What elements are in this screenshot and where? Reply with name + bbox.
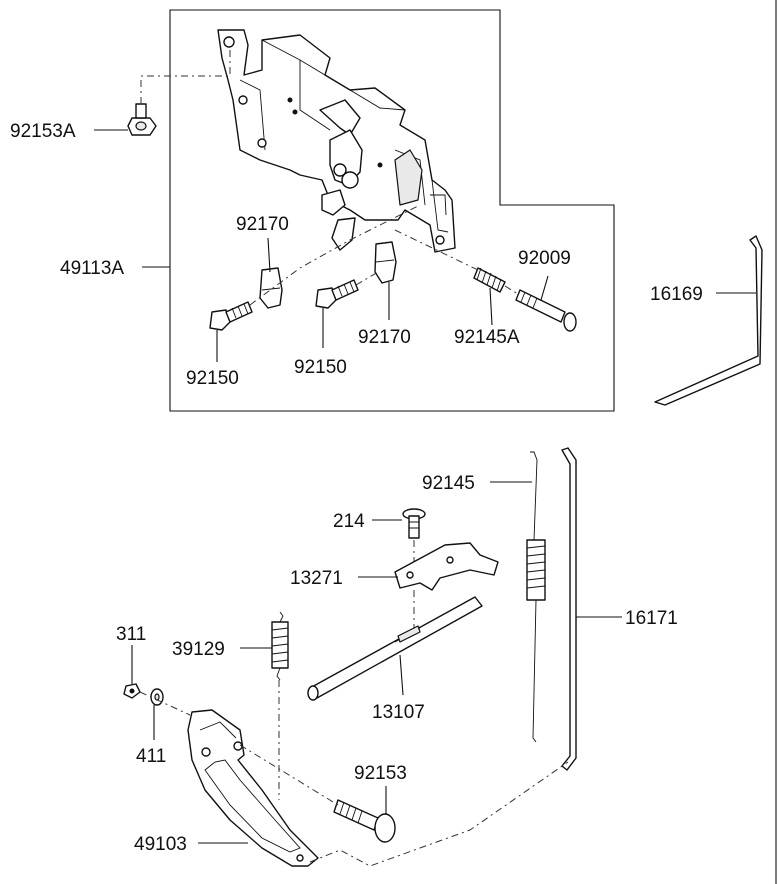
- label-92170-lower: 92170: [358, 327, 411, 348]
- nut-311: [123, 683, 141, 699]
- label-92145: 92145: [422, 473, 475, 494]
- label-92145A: 92145A: [454, 327, 520, 348]
- leader-dash-screw-right: [355, 271, 379, 286]
- assembly-49113A-outline: [169, 9, 615, 412]
- label-49113A: 49113A: [60, 258, 124, 279]
- label-411: 411: [136, 746, 166, 767]
- bolt-92153: [333, 799, 396, 843]
- label-92150-right: 92150: [294, 357, 347, 378]
- screw-92150-left: [209, 301, 253, 331]
- bolt-92009: [515, 289, 577, 332]
- label-49103: 49103: [134, 834, 187, 855]
- label-92009: 92009: [518, 248, 571, 269]
- rod-16169: [654, 235, 763, 406]
- label-16169: 16169: [650, 284, 703, 305]
- shaft-13107: [307, 596, 483, 701]
- clip-92170-left: [259, 267, 283, 309]
- leader-92009: [540, 275, 549, 301]
- label-311: 311: [116, 624, 146, 645]
- label-214: 214: [333, 511, 365, 532]
- rod-16171: [561, 447, 577, 771]
- lever-49103: [187, 709, 319, 867]
- label-92153A: 92153A: [10, 121, 76, 142]
- label-13271: 13271: [290, 568, 343, 589]
- label-92153: 92153: [354, 763, 407, 784]
- control-plate: [217, 29, 456, 253]
- leader-dash-92153: [239, 744, 339, 806]
- leader-92145A: [489, 287, 493, 326]
- bolt-214: [402, 508, 426, 539]
- leader-92170a: [267, 237, 271, 273]
- label-92170-upper: 92170: [236, 214, 289, 235]
- leader-dash-rod-link: [309, 761, 569, 867]
- screw-92150-right: [315, 279, 359, 309]
- washer-411: [150, 688, 164, 706]
- leader-13107: [399, 654, 404, 696]
- leader-dash-screws: [249, 204, 421, 306]
- label-39129: 39129: [172, 639, 225, 660]
- spring-39129: [271, 611, 289, 681]
- spring-92145A: [473, 267, 506, 293]
- leader-dash-92153A: [140, 48, 231, 104]
- label-16171: 16171: [625, 608, 678, 629]
- spring-92145: [526, 451, 546, 743]
- label-13107: 13107: [372, 702, 425, 723]
- label-92150-left: 92150: [186, 368, 239, 389]
- clip-92170-right: [374, 241, 397, 284]
- bracket-13271: [394, 542, 499, 591]
- flange-bolt-92153A: [127, 103, 157, 136]
- leader-dash-nut: [139, 691, 191, 716]
- leader-dash-92009: [394, 229, 519, 295]
